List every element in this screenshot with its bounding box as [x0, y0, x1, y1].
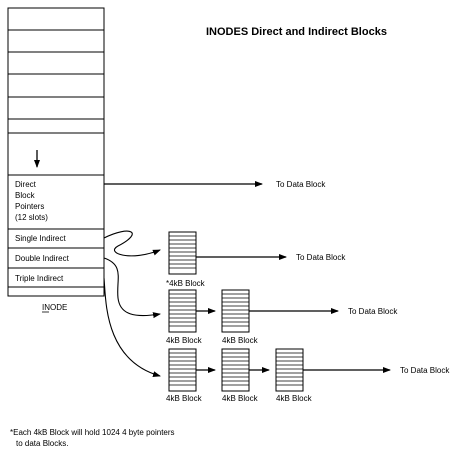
triple-target-label: To Data Block — [400, 366, 450, 375]
triple-indirect-label: Triple Indirect — [15, 274, 64, 283]
triple-indirect-arrow — [103, 277, 161, 377]
triple-indirect-block-1 — [168, 348, 197, 392]
direct-label-line4: (12 slots) — [15, 213, 48, 222]
triple-indirect-block-3 — [275, 348, 304, 392]
single-indirect-block — [168, 231, 197, 275]
diagram-title: INODES Direct and Indirect Blocks — [206, 26, 387, 38]
footnote-line1: *Each 4kB Block will hold 1024 4 byte po… — [10, 428, 175, 437]
double-target-label: To Data Block — [348, 307, 398, 316]
footnote-line2: to data Blocks. — [16, 439, 68, 448]
triple-block-2-label: 4kB Block — [222, 394, 259, 403]
double-block-1-label: 4kB Block — [166, 336, 203, 345]
double-indirect-block-1 — [168, 289, 197, 333]
double-indirect-arrow — [103, 257, 161, 319]
direct-label-line2: Block — [15, 191, 36, 200]
double-block-2-label: 4kB Block — [222, 336, 259, 345]
single-indirect-arrow — [103, 230, 161, 257]
triple-indirect-block-2 — [221, 348, 250, 392]
direct-target-label: To Data Block — [276, 180, 326, 189]
direct-label-line1: Direct — [15, 180, 37, 189]
single-target-label: To Data Block — [296, 253, 346, 262]
double-indirect-label: Double Indirect — [15, 254, 70, 263]
inode-box — [7, 7, 105, 297]
double-indirect-block-2 — [221, 289, 250, 333]
inode-slot-lines — [8, 29, 104, 288]
direct-label-line3: Pointers — [15, 202, 44, 211]
triple-block-1-label: 4kB Block — [166, 394, 203, 403]
single-indirect-label: Single Indirect — [15, 234, 66, 243]
single-block-label: *4kB Block — [166, 279, 206, 288]
triple-block-3-label: 4kB Block — [276, 394, 313, 403]
inode-caption: INODE — [42, 303, 67, 312]
